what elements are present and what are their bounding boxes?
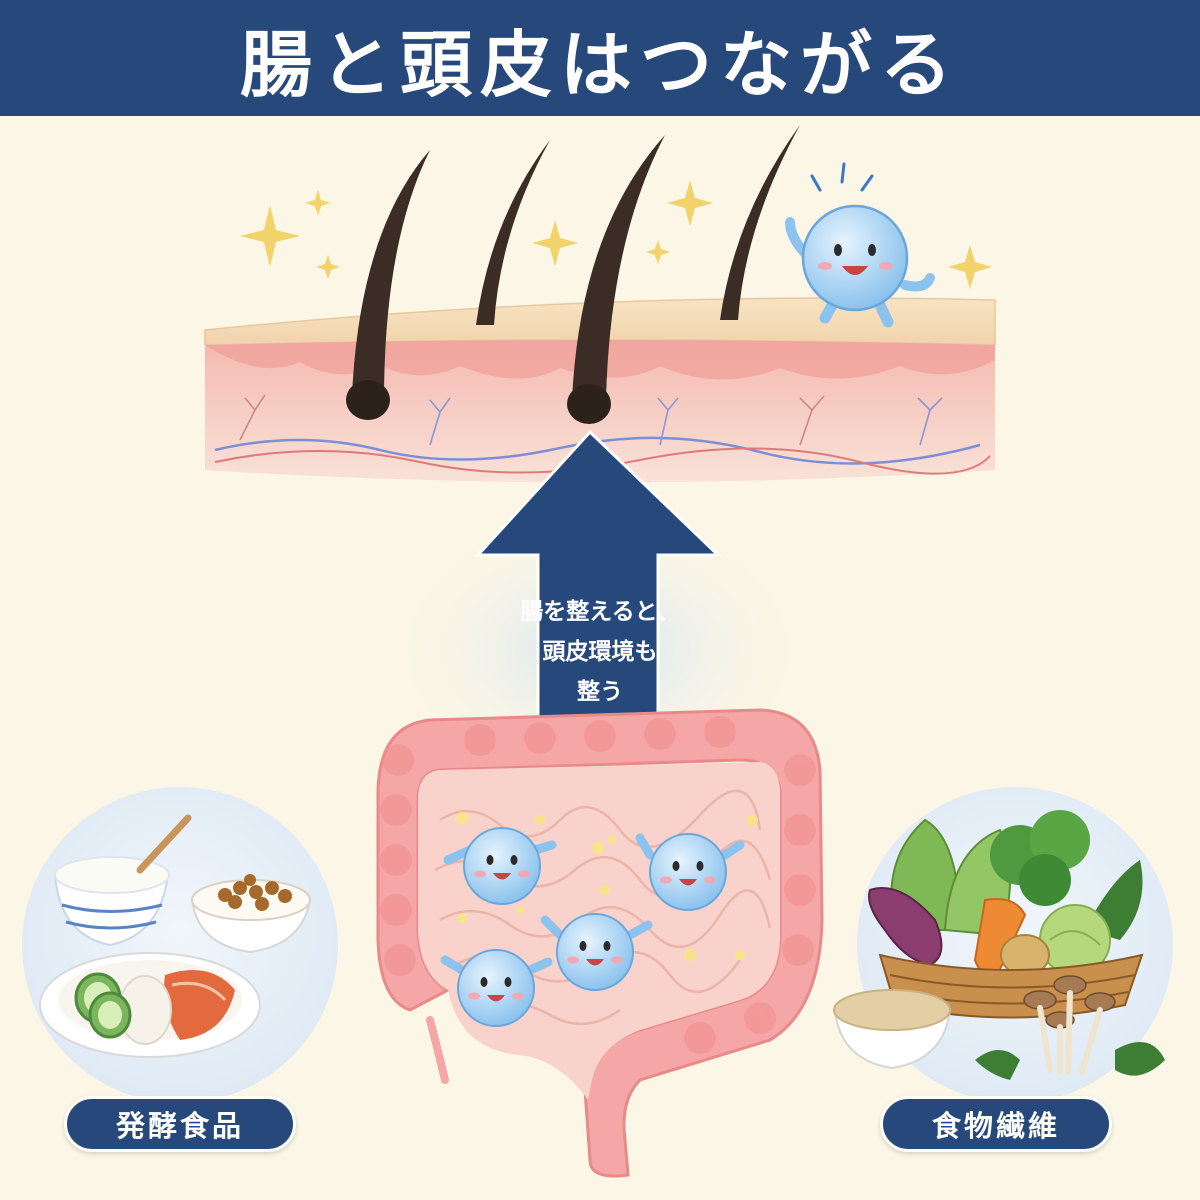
happy-bacteria-group [440,827,745,1027]
title-banner: 腸と頭皮はつながる [0,0,1200,116]
hair-strands [346,125,800,424]
bacteria-3 [540,913,653,991]
sparkle-icons [240,180,992,289]
fermented-foods-illustration [22,787,338,1103]
bacteria-2 [635,833,745,911]
glow-dots [456,812,758,961]
dietary-fiber-illustration [833,787,1173,1103]
bacteria-1 [443,827,557,905]
label-fermented-foods: 発酵食品 [64,1096,296,1152]
arrow-caption-line-2: 頭皮環境も [542,639,658,665]
arrow-caption-line-3: 整う [577,679,623,705]
bacteria-4 [440,949,553,1027]
arrow-caption-line-1: 腸を整えると、 [520,599,680,625]
arrow-caption: 腸を整えると、 頭皮環境も 整う [480,592,720,712]
page-title: 腸と頭皮はつながる [239,22,960,107]
waving-bacteria-mascot [785,162,935,328]
label-dietary-fiber: 食物繊維 [880,1096,1112,1152]
